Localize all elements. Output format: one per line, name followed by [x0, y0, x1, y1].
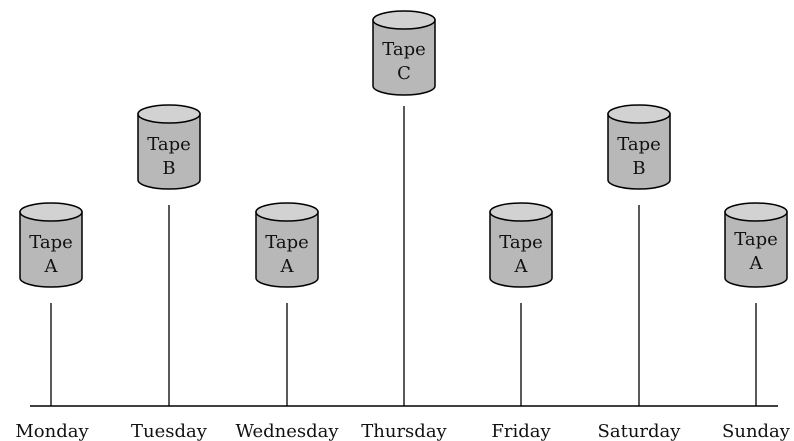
day-column-thursday: Tape C Thursday [361, 10, 448, 441]
tape-word: Tape [499, 232, 543, 253]
tape-body [255, 211, 319, 288]
tape-body [19, 211, 83, 288]
tape-top [372, 10, 436, 30]
tape-letter: B [632, 158, 645, 179]
tape-cylinder: Tape A [724, 202, 788, 288]
day-column-sunday: Tape A Sunday [722, 202, 791, 441]
tape-word: Tape [265, 232, 309, 253]
tape-body [372, 19, 436, 96]
day-column-saturday: Tape B Saturday [598, 104, 682, 441]
tape-cylinder: Tape C [372, 10, 436, 96]
tape-cylinder: Tape A [489, 202, 553, 288]
day-column-monday: Tape A Monday [15, 202, 89, 441]
tape-letter: A [514, 256, 529, 277]
tape-cylinder: Tape A [255, 202, 319, 288]
tape-word: Tape [382, 39, 426, 60]
tape-body [489, 211, 553, 288]
day-label: Thursday [361, 421, 447, 441]
tape-body [137, 113, 201, 190]
tape-top [607, 104, 671, 124]
tape-top [724, 202, 788, 222]
day-label: Wednesday [235, 421, 339, 441]
tape-letter: C [397, 63, 411, 84]
day-label: Saturday [598, 421, 682, 441]
day-column-friday: Tape A Friday [489, 202, 553, 441]
day-label: Monday [15, 421, 89, 441]
day-label: Sunday [722, 421, 791, 441]
tape-top [137, 104, 201, 124]
tape-body [607, 113, 671, 190]
day-label: Tuesday [131, 421, 208, 441]
tape-word: Tape [147, 134, 191, 155]
tape-top [19, 202, 83, 222]
tape-word: Tape [617, 134, 661, 155]
tape-letter: A [280, 256, 295, 277]
tape-word: Tape [29, 232, 73, 253]
tape-top [489, 202, 553, 222]
tape-letter: A [44, 256, 59, 277]
day-label: Friday [491, 421, 551, 441]
tape-cylinder: Tape B [137, 104, 201, 190]
tape-top [255, 202, 319, 222]
tape-cylinder: Tape B [607, 104, 671, 190]
day-column-tuesday: Tape B Tuesday [131, 104, 208, 441]
day-column-wednesday: Tape A Wednesday [235, 202, 339, 441]
tape-letter: A [749, 253, 764, 274]
tape-letter: B [162, 158, 175, 179]
tape-cylinder: Tape A [19, 202, 83, 288]
tape-word: Tape [734, 229, 778, 250]
tape-body [724, 211, 788, 288]
